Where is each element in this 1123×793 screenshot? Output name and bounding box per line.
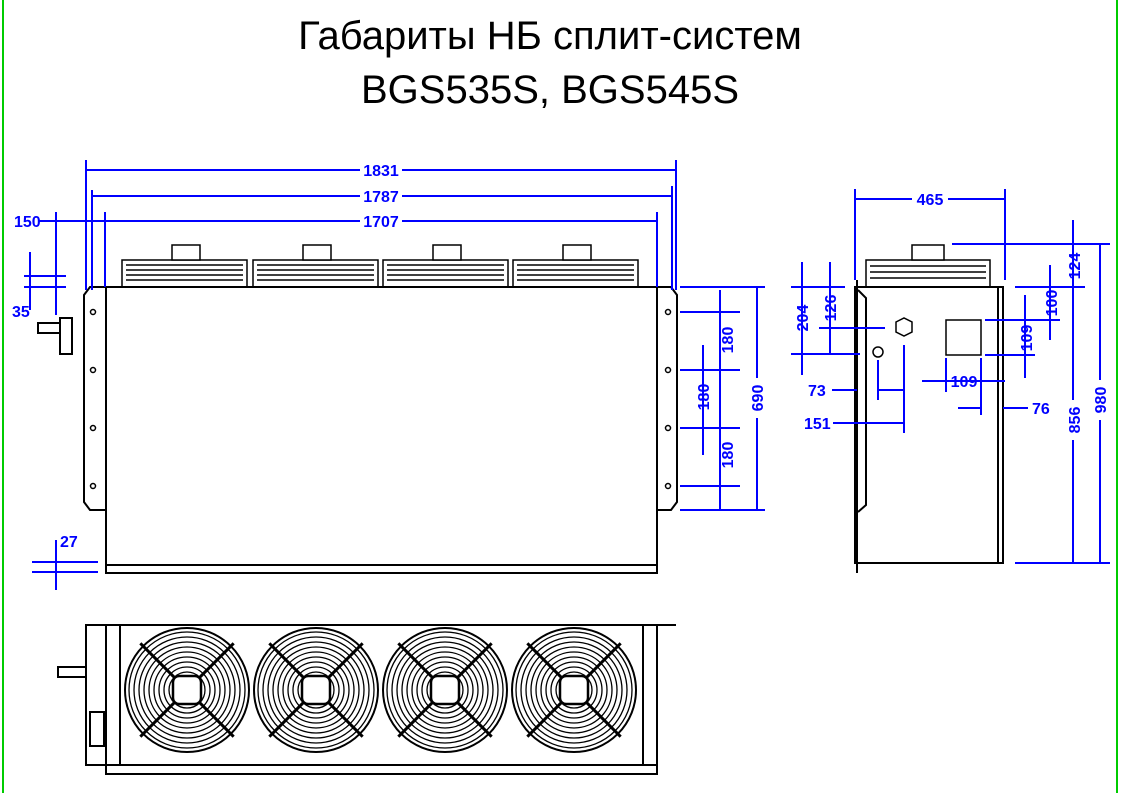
dim-150: 150 bbox=[14, 214, 41, 231]
bottom-view bbox=[57, 624, 676, 775]
valve-fitting bbox=[895, 317, 913, 337]
mount-hole bbox=[89, 366, 97, 374]
front-fan-4 bbox=[512, 244, 639, 288]
mount-hole bbox=[664, 366, 672, 374]
fan-hub bbox=[558, 674, 590, 706]
mount-hole bbox=[664, 482, 672, 490]
dim-151: 151 bbox=[804, 416, 831, 433]
dim-180-a: 180 bbox=[720, 327, 737, 354]
dim-980: 980 bbox=[1093, 387, 1110, 414]
side-body bbox=[854, 286, 1004, 564]
bottom-fan-1 bbox=[124, 627, 250, 753]
dim-180-b: 180 bbox=[696, 384, 713, 411]
fan-hub bbox=[300, 674, 332, 706]
front-body bbox=[105, 286, 658, 566]
side-view bbox=[854, 244, 1004, 573]
mount-hole bbox=[89, 308, 97, 316]
bottom-fan-3 bbox=[382, 627, 508, 753]
mounting-holes bbox=[89, 308, 672, 490]
dim-124: 124 bbox=[1067, 253, 1084, 280]
valve-block bbox=[59, 317, 73, 355]
dim-109-vertical: 109 bbox=[1019, 325, 1036, 352]
front-view bbox=[37, 244, 678, 574]
fan-hub bbox=[171, 674, 203, 706]
front-fans bbox=[121, 244, 639, 288]
front-fan-1 bbox=[121, 244, 248, 288]
bottom-fan-4 bbox=[511, 627, 637, 753]
drawing-title-line1: Габариты НБ сплит-систем bbox=[298, 14, 802, 58]
bottom-valve-block bbox=[89, 711, 105, 747]
left-flange bbox=[83, 286, 106, 511]
dim-109-horizontal: 109 bbox=[951, 374, 978, 391]
dim-35: 35 bbox=[12, 304, 30, 321]
dim-27: 27 bbox=[60, 534, 78, 551]
mount-hole bbox=[89, 482, 97, 490]
junction-box bbox=[945, 319, 982, 356]
dim-76: 76 bbox=[1032, 401, 1050, 418]
pipe-stub bbox=[37, 322, 61, 334]
dim-204: 204 bbox=[795, 305, 812, 332]
service-port bbox=[872, 346, 884, 358]
dim-180-c: 180 bbox=[720, 442, 737, 469]
dim-126: 126 bbox=[823, 295, 840, 322]
fan-hub bbox=[429, 674, 461, 706]
side-dimensions: 465 124 980 856 100 109 109 76 73 151 bbox=[791, 189, 1110, 564]
front-dimensions: 1831 1787 1707 150 35 27 180 180 180 690 bbox=[12, 160, 767, 590]
dim-1787: 1787 bbox=[363, 189, 399, 206]
dim-465: 465 bbox=[917, 192, 944, 209]
front-fan-2 bbox=[252, 244, 379, 288]
mount-hole bbox=[89, 424, 97, 432]
side-fan-guard bbox=[865, 259, 991, 288]
dim-1831: 1831 bbox=[363, 163, 399, 180]
mount-hole bbox=[664, 308, 672, 316]
mount-hole bbox=[664, 424, 672, 432]
bottom-fan-2 bbox=[253, 627, 379, 753]
dim-73: 73 bbox=[808, 383, 826, 400]
dim-100: 100 bbox=[1044, 290, 1061, 317]
front-bottom-strip bbox=[105, 564, 658, 574]
drawing-title-line2: BGS535S, BGS545S bbox=[360, 68, 739, 112]
right-flange bbox=[657, 286, 678, 511]
dim-690: 690 bbox=[750, 385, 767, 412]
dim-856: 856 bbox=[1067, 407, 1084, 434]
bottom-pipe-stub bbox=[57, 666, 87, 678]
side-fan-motor bbox=[911, 244, 945, 261]
front-fan-3 bbox=[382, 244, 509, 288]
side-flange bbox=[857, 289, 867, 513]
dim-1707: 1707 bbox=[363, 214, 399, 231]
